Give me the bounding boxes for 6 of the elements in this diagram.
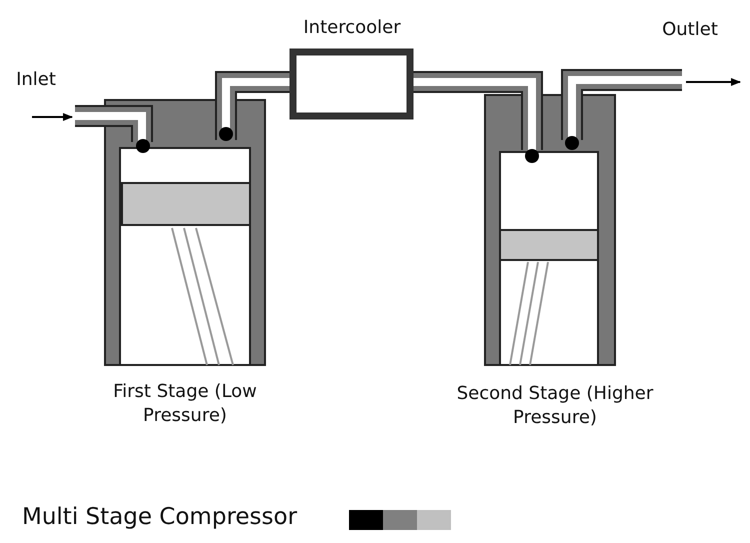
stage-label: First Stage (Low Pressure): [112, 380, 258, 428]
outlet-label: Outlet: [661, 18, 719, 42]
inlet-label: Inlet: [15, 68, 57, 92]
stage-label: Second Stage (Higher Pressure): [456, 382, 654, 430]
caption: Multi Stage Compressor: [22, 503, 298, 532]
part-label: Intercooler: [302, 16, 402, 40]
